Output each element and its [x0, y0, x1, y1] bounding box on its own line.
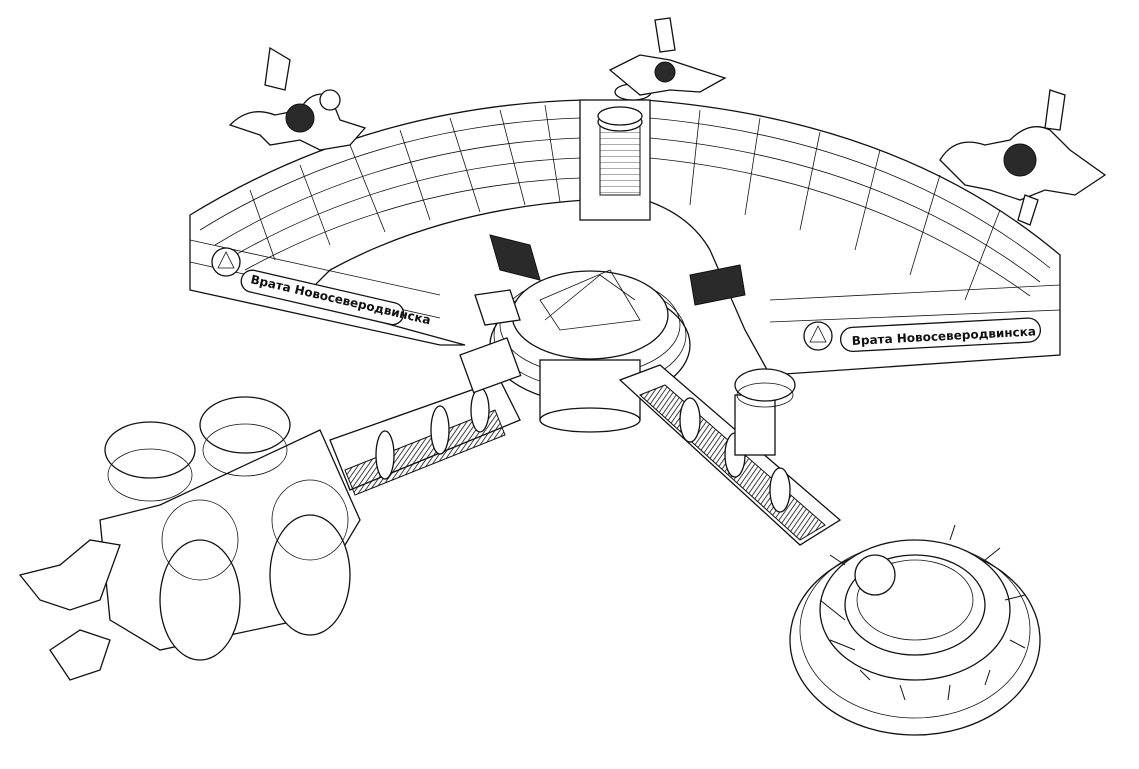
lower-left-arm	[329, 337, 522, 496]
top-tower	[579, 60, 661, 221]
hub-connectors	[474, 234, 746, 326]
lower-left-habitat	[18, 396, 361, 681]
right-wing-module: Врата Новосеверодвинска	[644, 99, 1061, 376]
top-left-pod	[228, 46, 367, 151]
top-center-pod	[608, 17, 727, 96]
left-wing-module: Врата Новосеверодвинска	[189, 99, 586, 346]
right-gate-sign: Врата Новосеверодвинска	[803, 317, 1042, 353]
lower-right-ring	[789, 524, 1041, 736]
top-right-pod	[939, 89, 1107, 226]
lower-right-arm	[618, 364, 842, 546]
